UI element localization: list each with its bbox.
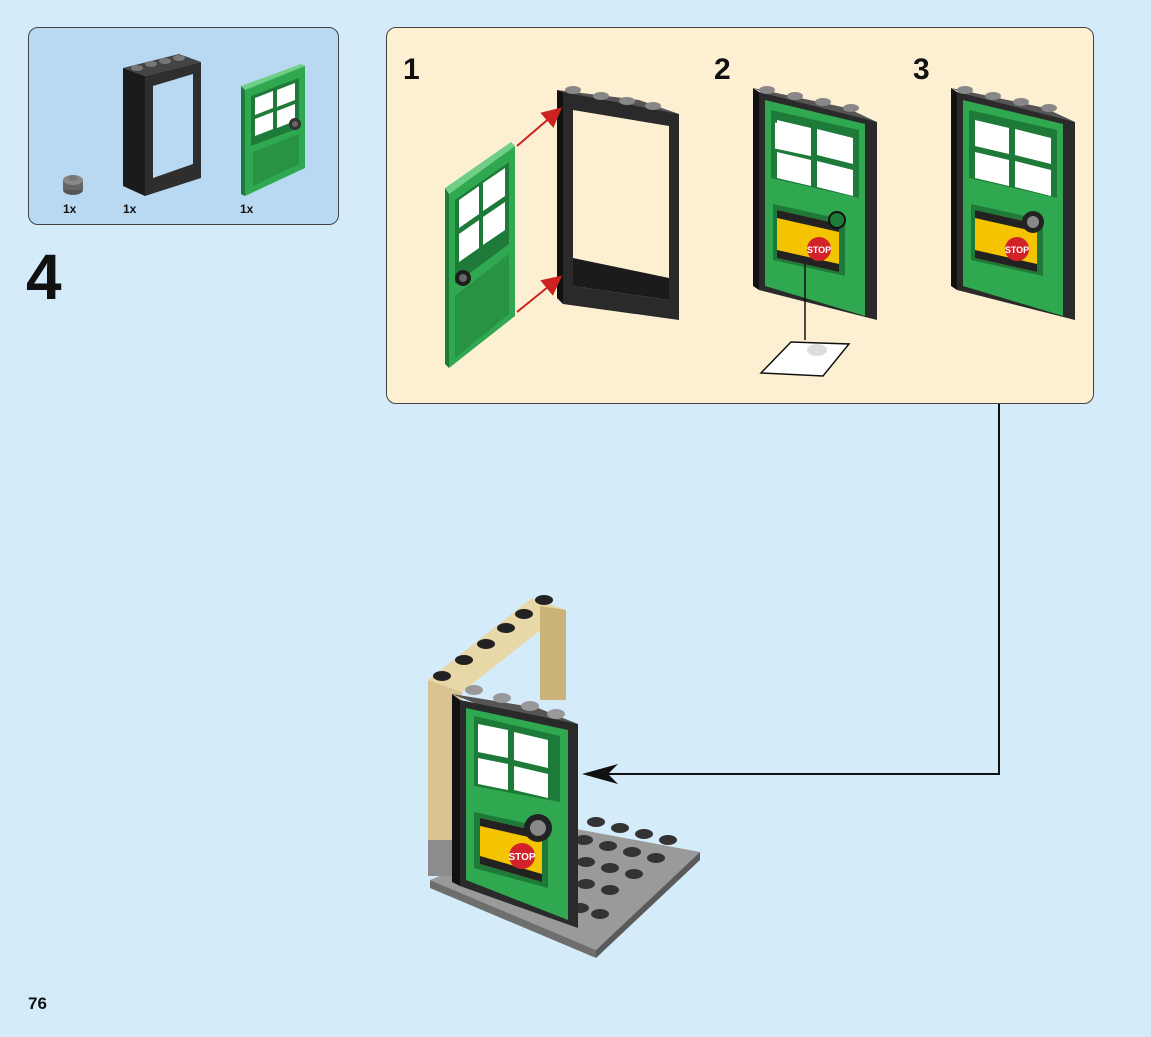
substep-3-number: 3 bbox=[913, 53, 930, 86]
substep-panel: 1 2 3 bbox=[386, 27, 1094, 404]
substep-illustrations: STOP STOP bbox=[445, 86, 1075, 377]
substep-1-door bbox=[445, 142, 515, 368]
parts-list-illustration bbox=[63, 54, 305, 196]
substep-1-frame bbox=[557, 86, 679, 320]
callout-arrow bbox=[598, 404, 1000, 775]
door-frame-qty: 1x bbox=[123, 202, 137, 216]
stop-sticker-text-main: STOP bbox=[508, 852, 535, 863]
green-door-part-icon bbox=[241, 64, 305, 196]
substep-3-door-assembly: STOP bbox=[951, 86, 1075, 320]
attach-arrow-top bbox=[516, 107, 563, 147]
sticker-sheet bbox=[759, 341, 851, 377]
round-stud-qty: 1x bbox=[63, 202, 77, 216]
tan-wall-top bbox=[428, 598, 566, 692]
sticker-shape bbox=[807, 344, 827, 356]
stop-sticker-text-3: STOP bbox=[1005, 245, 1029, 255]
page-number: 76 bbox=[28, 994, 47, 1013]
step-number: 4 bbox=[26, 241, 62, 313]
parts-list-box: 1x 1x 1x bbox=[28, 27, 339, 225]
attach-arrow-bottom bbox=[516, 275, 563, 313]
substep-2-door-assembly: STOP bbox=[753, 86, 877, 320]
substep-2-number: 2 bbox=[714, 53, 731, 86]
stop-sticker-text-2: STOP bbox=[807, 245, 831, 255]
main-assembly: STOP bbox=[428, 595, 700, 958]
round-stud-part-icon bbox=[63, 175, 83, 195]
substep-1-number: 1 bbox=[403, 53, 420, 86]
green-door-qty: 1x bbox=[240, 202, 254, 216]
callout-arrowhead bbox=[582, 764, 618, 784]
black-door-frame-part-icon bbox=[123, 54, 201, 196]
